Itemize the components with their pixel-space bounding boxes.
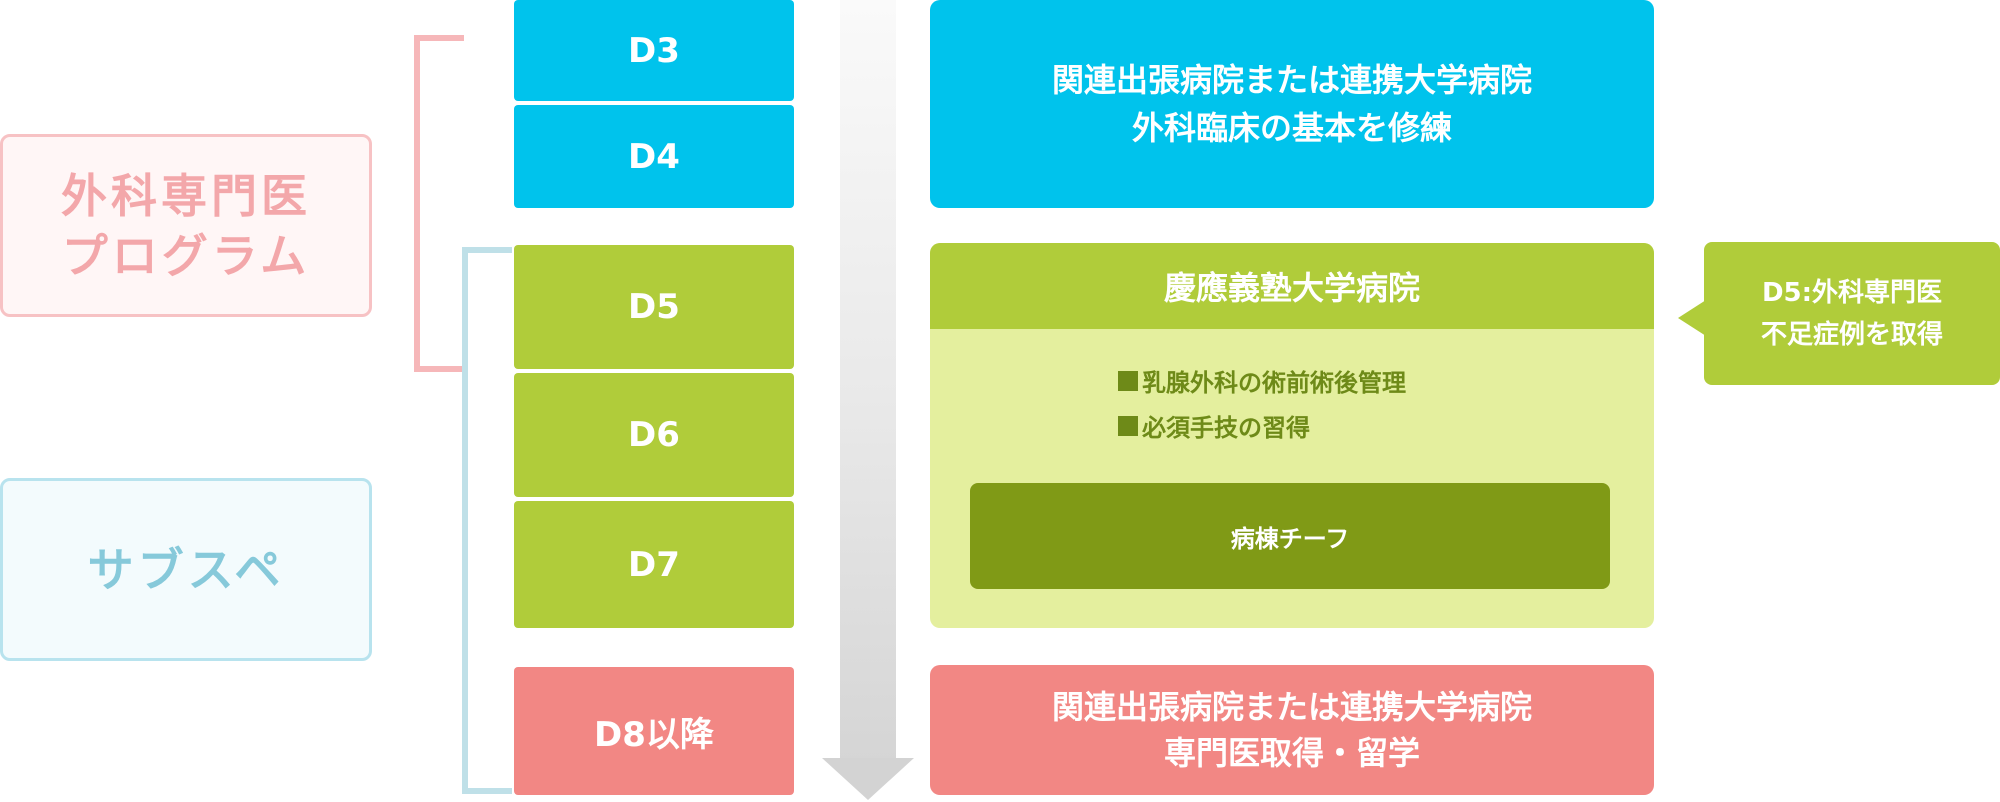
subspecialty-bracket xyxy=(462,247,512,794)
surgery-program-line1: 外科専門医 xyxy=(61,168,311,223)
timeline-arrow-shaft xyxy=(840,0,896,762)
keio-item-2-text: 必須手技の習得 xyxy=(1142,414,1310,442)
year-d8: D8以降 xyxy=(514,667,794,795)
keio-item-2: 必須手技の習得 xyxy=(1118,408,1310,443)
keio-hospital-title: 慶應義塾大学病院 xyxy=(930,243,1654,329)
year-d3-label: D3 xyxy=(628,30,680,71)
early-training-box: 関連出張病院または連携大学病院 外科臨床の基本を修練 xyxy=(930,0,1654,208)
ward-chief-box: 病棟チーフ xyxy=(970,483,1610,589)
late-training-box: 関連出張病院または連携大学病院 専門医取得・留学 xyxy=(930,665,1654,795)
year-d5-label: D5 xyxy=(628,287,680,327)
subspecialty-label: サブスペ xyxy=(0,478,372,661)
year-d6: D6 xyxy=(514,373,794,497)
ward-chief-label: 病棟チーフ xyxy=(1230,524,1350,553)
year-d6-label: D6 xyxy=(628,415,680,455)
late-training-line1: 関連出張病院または連携大学病院 xyxy=(1051,688,1532,726)
bullet-square-icon xyxy=(1118,415,1138,436)
year-d8-label: D8以降 xyxy=(594,714,714,755)
d5-callout-line2: 不足症例を取得 xyxy=(1760,319,1943,350)
bullet-square-icon xyxy=(1118,370,1138,391)
subspecialty-text: サブスペ xyxy=(87,542,285,597)
year-d5: D5 xyxy=(514,245,794,369)
surgery-program-line2: プログラム xyxy=(61,228,311,283)
keio-hospital-box: 慶應義塾大学病院 乳腺外科の術前術後管理 必須手技の習得 病棟チーフ xyxy=(930,243,1654,628)
callout-tail xyxy=(1678,300,1706,336)
year-d7: D7 xyxy=(514,501,794,628)
year-d7-label: D7 xyxy=(628,544,680,585)
keio-item-1: 乳腺外科の術前術後管理 xyxy=(1118,363,1406,398)
year-d4-label: D4 xyxy=(628,136,680,177)
d5-callout-line1: D5:外科専門医 xyxy=(1761,277,1943,308)
surgery-program-bracket xyxy=(414,35,464,372)
year-d3: D3 xyxy=(514,0,794,101)
d5-callout: D5:外科専門医 不足症例を取得 xyxy=(1704,242,2000,385)
early-training-line2: 外科臨床の基本を修練 xyxy=(1131,109,1452,147)
surgery-program-label: 外科専門医 プログラム xyxy=(0,134,372,317)
keio-item-1-text: 乳腺外科の術前術後管理 xyxy=(1142,369,1406,397)
timeline-arrow-head xyxy=(822,758,914,800)
early-training-line1: 関連出張病院または連携大学病院 xyxy=(1051,61,1532,99)
late-training-line2: 専門医取得・留学 xyxy=(1163,734,1420,772)
year-d4: D4 xyxy=(514,105,794,208)
